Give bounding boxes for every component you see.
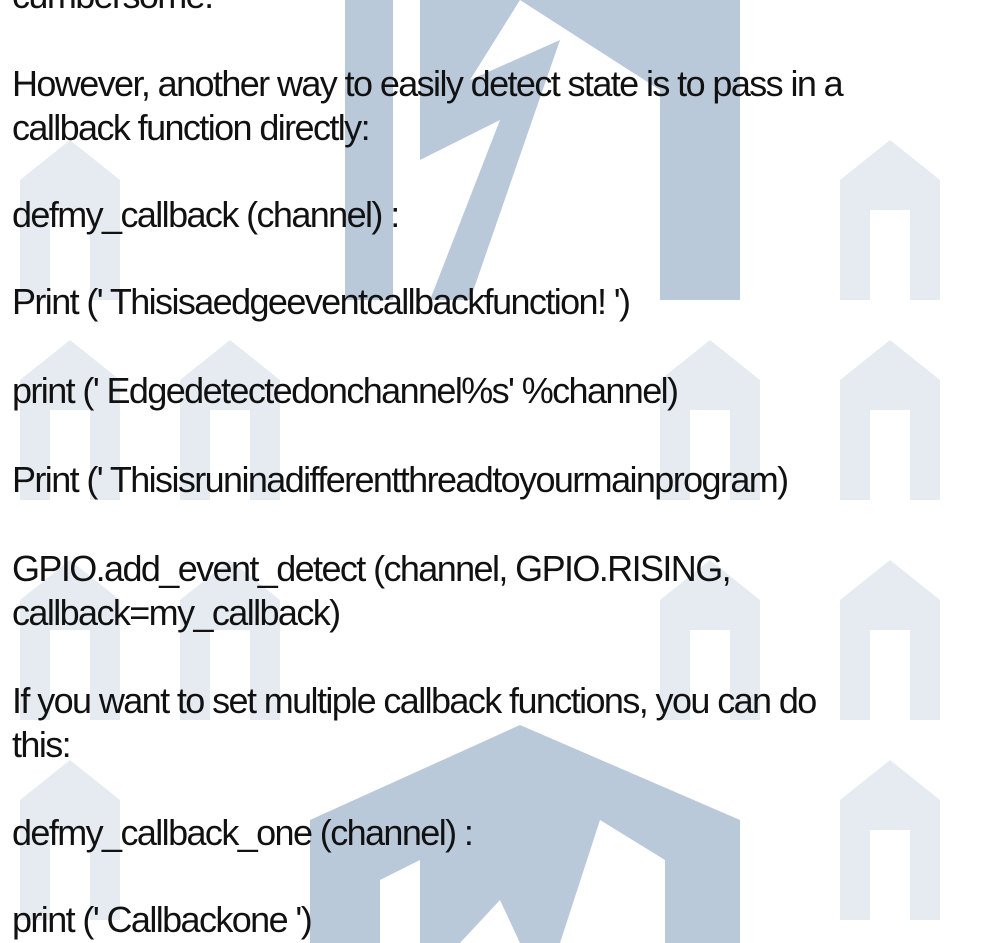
text-line: If you want to set multiple callback fun… — [12, 680, 817, 721]
text-line: print (' Callbackone ') — [12, 899, 313, 940]
text-line: defmy_callback (channel) : — [12, 194, 400, 235]
text-line: callback function directly: — [12, 107, 371, 148]
text-line: However, another way to easily detect st… — [12, 63, 844, 104]
text-line: Print (' Thisisruninadifferentthreadtoyo… — [12, 459, 789, 500]
text-line: cumbersome. — [12, 0, 214, 18]
text-line: callback=my_callback) — [12, 592, 341, 633]
text-line: Print (' Thisisaedgeeventcallbackfunctio… — [12, 281, 631, 322]
text-line: this: — [12, 724, 72, 765]
text-line: print (' Edgedetectedonchannel%s' %chann… — [12, 370, 679, 411]
text-line: GPIO.add_event_detect (channel, GPIO.RIS… — [12, 548, 732, 589]
text-line: defmy_callback_one (channel) : — [12, 812, 474, 853]
